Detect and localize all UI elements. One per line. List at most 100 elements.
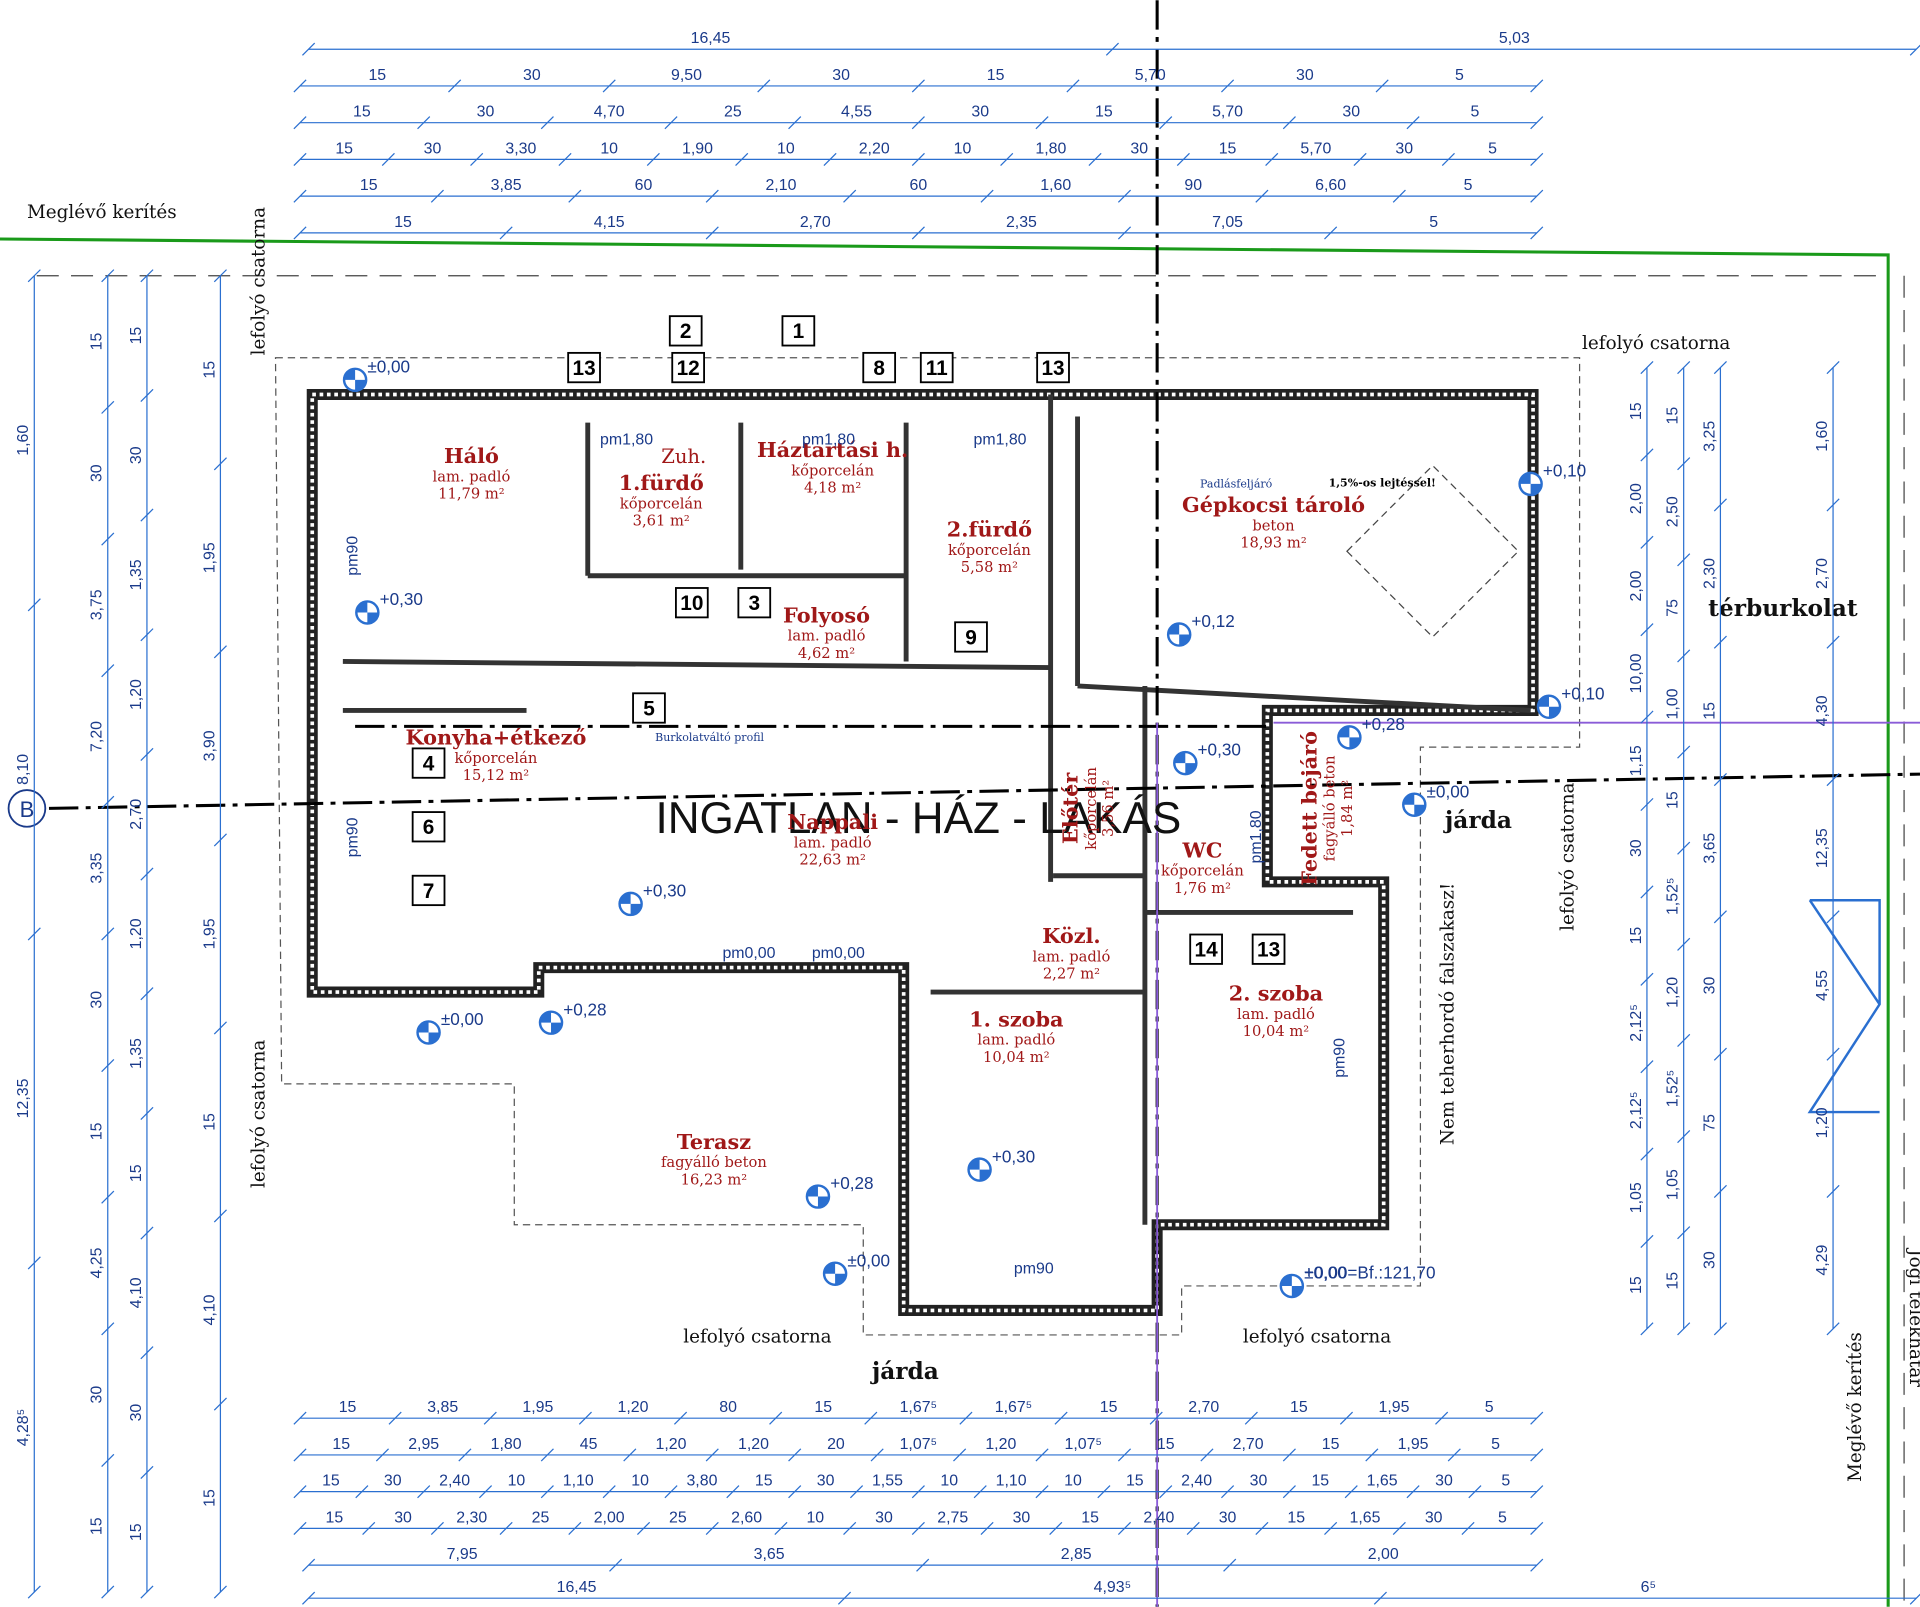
dimension-value: 75 [1665, 599, 1682, 617]
dimension-value: 2,00 [1368, 1546, 1399, 1563]
dimension-value: 30 [384, 1473, 402, 1490]
gutter-label: lefolyó csatorna [1557, 782, 1578, 930]
dimension-value: 4,30 [1814, 695, 1831, 726]
room-floor: fagyálló beton [1322, 755, 1339, 861]
svg-text:6: 6 [423, 816, 435, 839]
watermark: INGATLAN - HÁZ - LAKÁS [655, 794, 1181, 843]
marker-box: 8 [862, 351, 897, 384]
room-area: 22,63 m² [799, 852, 866, 869]
dimension-value: 1,95 [1379, 1399, 1410, 1416]
marker-box: 2 [668, 315, 703, 347]
dimension-value: 15 [322, 1473, 340, 1490]
axis-marker [7, 789, 47, 828]
dimension-value: 2,30 [456, 1509, 487, 1526]
dimension-value: 1,95 [201, 918, 218, 949]
svg-text:13: 13 [1041, 357, 1064, 380]
level-mark: ±0,00 [1279, 1263, 1347, 1299]
dimension-value: 7,20 [89, 721, 106, 752]
dimension-value: 30 [523, 67, 541, 84]
axis-horizontal [48, 772, 1920, 810]
dimension-value: 30 [971, 104, 989, 121]
dimension-value: 1,10 [563, 1473, 594, 1490]
dimension-value: 15 [332, 1436, 350, 1453]
svg-text:7: 7 [423, 880, 435, 903]
dimension-value: 4,29 [1814, 1245, 1831, 1276]
svg-text:8: 8 [873, 357, 885, 380]
room-area: 1,84 m² [1339, 780, 1356, 837]
level-mark: +0,30 [1173, 740, 1241, 776]
dimension-value: 15 [1100, 1399, 1118, 1416]
room-floor: lam. padló [433, 468, 511, 485]
dimension-value: 10 [777, 140, 795, 157]
svg-text:±0,00: ±0,00 [1427, 781, 1470, 801]
dimension-value: 1,20 [738, 1436, 769, 1453]
svg-text:±0,00: ±0,00 [1304, 1263, 1347, 1283]
dimension-value: 1,65 [1367, 1473, 1398, 1490]
level-mark: +0,28 [538, 999, 607, 1035]
dimension-value: 15 [1219, 140, 1237, 157]
dimension-value: 30 [817, 1473, 835, 1490]
dimension-value: 30 [1435, 1473, 1453, 1490]
dimension-value: 1,95 [201, 542, 218, 573]
dimension-value: 30 [832, 67, 850, 84]
shower-label: Zuh. [661, 445, 706, 468]
dimension-value: 7,95 [447, 1546, 478, 1563]
dimension-value: 60 [635, 177, 653, 194]
svg-text:±0,00: ±0,00 [367, 356, 410, 376]
dimension-value: 1,95 [1398, 1436, 1429, 1453]
level-mark: ±0,00 [416, 1009, 484, 1045]
dimension-value: 2,60 [731, 1509, 762, 1526]
dimension-value: 25 [669, 1509, 687, 1526]
dimension-value: 1,10 [996, 1473, 1027, 1490]
dimension-value: 15 [353, 104, 371, 121]
room-name: Előtér [1058, 772, 1083, 844]
marker-box: 10 [675, 587, 709, 619]
dimension-value: 15 [89, 1517, 106, 1535]
dimension-value: 1,20 [128, 679, 145, 710]
dimension-value: 20 [827, 1436, 845, 1453]
svg-text:+0,28: +0,28 [1362, 714, 1405, 734]
room-area: 11,79 m² [438, 486, 505, 503]
dimension-value: 10 [631, 1473, 649, 1490]
dimension-value: 1,52⁵ [1665, 877, 1682, 915]
attic-label: Padlásfeljáró [1200, 478, 1273, 491]
svg-text:+0,12: +0,12 [1191, 611, 1234, 631]
opening-label: pm90 [1014, 1261, 1054, 1278]
dimension-value: 15 [128, 1164, 145, 1182]
dimension-value: 5 [1464, 177, 1473, 194]
svg-text:3: 3 [748, 592, 760, 615]
dimension-value: 12,35 [15, 1078, 32, 1118]
room-area: 18,93 m² [1240, 535, 1307, 552]
room-name: Nappali [787, 809, 878, 834]
dimension-value: 15 [1311, 1473, 1329, 1490]
room-name: 1. szoba [969, 1006, 1063, 1031]
room-name: Konyha+étkező [405, 725, 586, 750]
dimension-value: 4,28⁵ [15, 1409, 32, 1447]
base-level: +0,00=Bf.:121,70 [1304, 1263, 1435, 1283]
dimension-value: 15 [1287, 1509, 1305, 1526]
dimension-value: 4,10 [128, 1277, 145, 1308]
dimension-value: 15 [1157, 1436, 1175, 1453]
dimension-value: 15 [1665, 407, 1682, 425]
marker-box: 11 [919, 351, 954, 384]
room-area: 4,62 m² [798, 645, 855, 662]
dimension-value: 30 [394, 1509, 412, 1526]
dimension-value: 30 [1701, 977, 1718, 995]
profile-label: Burkolatváltó profil [655, 731, 764, 744]
level-mark: ±0,00 [822, 1250, 890, 1286]
room-area: 10,04 m² [983, 1049, 1050, 1066]
dimension-value: 1,20 [1814, 1107, 1831, 1138]
dimension-value: 2,00 [1628, 483, 1645, 514]
dimension-value: 15 [1628, 1276, 1645, 1294]
dimension-value: 25 [724, 104, 742, 121]
dimension-value: 1,07⁵ [1064, 1436, 1102, 1453]
dimension-value: 1,05 [1665, 1169, 1682, 1200]
